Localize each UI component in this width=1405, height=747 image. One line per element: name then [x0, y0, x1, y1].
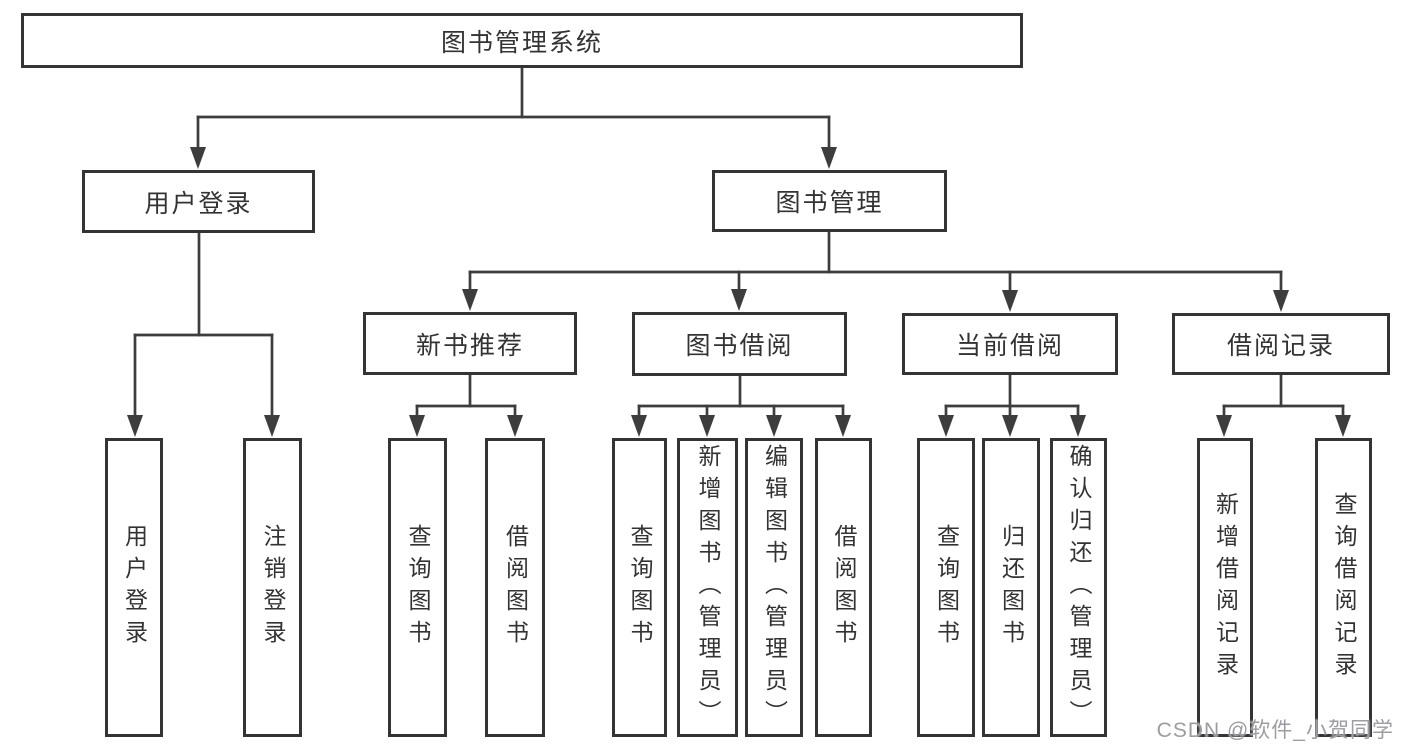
node-leaf-query-book-2: 查询图书 — [612, 438, 667, 737]
node-label: 归还图书 — [998, 523, 1025, 652]
node-borrow-record: 借阅记录 — [1172, 313, 1390, 375]
watermark-text: CSDN @软件_小贺同学 — [1156, 719, 1394, 742]
node-leaf-confirm-return: 确认归还（管理员） — [1050, 438, 1107, 737]
arrowhead-down-icon — [1070, 415, 1086, 437]
node-label: 注销登录 — [260, 523, 286, 652]
node-label: 借阅记录 — [1226, 332, 1335, 360]
node-current-borrow: 当前借阅 — [902, 313, 1118, 375]
node-user-login: 用户登录 — [82, 170, 315, 233]
arrowhead-down-icon — [938, 415, 954, 437]
node-label: 当前借阅 — [955, 332, 1064, 360]
node-leaf-query-book-1: 查询图书 — [388, 438, 447, 737]
node-leaf-borrow-book-2: 借阅图书 — [815, 438, 872, 737]
node-label: 查询图书 — [405, 523, 431, 652]
node-label: 图书管理 — [775, 189, 884, 217]
node-leaf-add-record: 新增借阅记录 — [1197, 438, 1253, 737]
arrowhead-down-icon — [631, 415, 647, 437]
arrowhead-down-icon — [1335, 415, 1351, 437]
arrowhead-down-icon — [1216, 415, 1232, 437]
arrowhead-down-icon — [127, 415, 143, 437]
arrowhead-down-icon — [462, 289, 478, 311]
node-leaf-edit-book-admin: 编辑图书（管理员） — [745, 438, 803, 737]
arrowhead-down-icon — [766, 415, 782, 437]
arrowhead-down-icon — [1002, 415, 1018, 437]
node-leaf-query-record: 查询借阅记录 — [1315, 438, 1372, 737]
node-label: 用户登录 — [121, 523, 148, 652]
arrowhead-down-icon — [699, 415, 715, 437]
node-leaf-borrow-book-1: 借阅图书 — [485, 438, 545, 737]
node-label: 借阅图书 — [502, 523, 529, 652]
node-label: 新增借阅记录 — [1212, 491, 1239, 684]
node-label: 新增图书（管理员） — [695, 443, 721, 732]
node-leaf-user-login: 用户登录 — [105, 438, 163, 737]
arrowhead-down-icon — [409, 415, 425, 437]
arrowhead-down-icon — [821, 147, 837, 169]
node-leaf-logout: 注销登录 — [243, 438, 302, 737]
node-leaf-add-book-admin: 新增图书（管理员） — [677, 438, 738, 737]
node-label: 编辑图书（管理员） — [761, 443, 788, 732]
arrowhead-down-icon — [190, 147, 206, 169]
node-new-book-recommend: 新书推荐 — [363, 312, 577, 375]
node-label: 确认归还（管理员） — [1066, 443, 1092, 732]
arrowhead-down-icon — [264, 415, 280, 437]
arrowhead-down-icon — [731, 289, 747, 311]
arrowhead-down-icon — [1273, 290, 1289, 312]
node-root: 图书管理系统 — [21, 13, 1023, 68]
node-label: 查询图书 — [933, 523, 960, 652]
node-label: 查询借阅记录 — [1331, 491, 1357, 684]
arrowhead-down-icon — [1002, 290, 1018, 312]
node-leaf-return-book: 归还图书 — [982, 438, 1040, 737]
node-book-management: 图书管理 — [712, 170, 947, 232]
node-label: 新书推荐 — [415, 331, 524, 360]
node-label: 借阅图书 — [831, 523, 857, 652]
arrowhead-down-icon — [507, 415, 523, 437]
node-label: 图书管理系统 — [440, 28, 603, 57]
arrowhead-down-icon — [835, 415, 851, 437]
node-label: 查询图书 — [627, 523, 653, 652]
node-book-borrow: 图书借阅 — [632, 312, 847, 376]
node-label: 图书借阅 — [685, 332, 794, 360]
node-leaf-query-book-3: 查询图书 — [917, 438, 975, 737]
node-label: 用户登录 — [144, 189, 253, 218]
